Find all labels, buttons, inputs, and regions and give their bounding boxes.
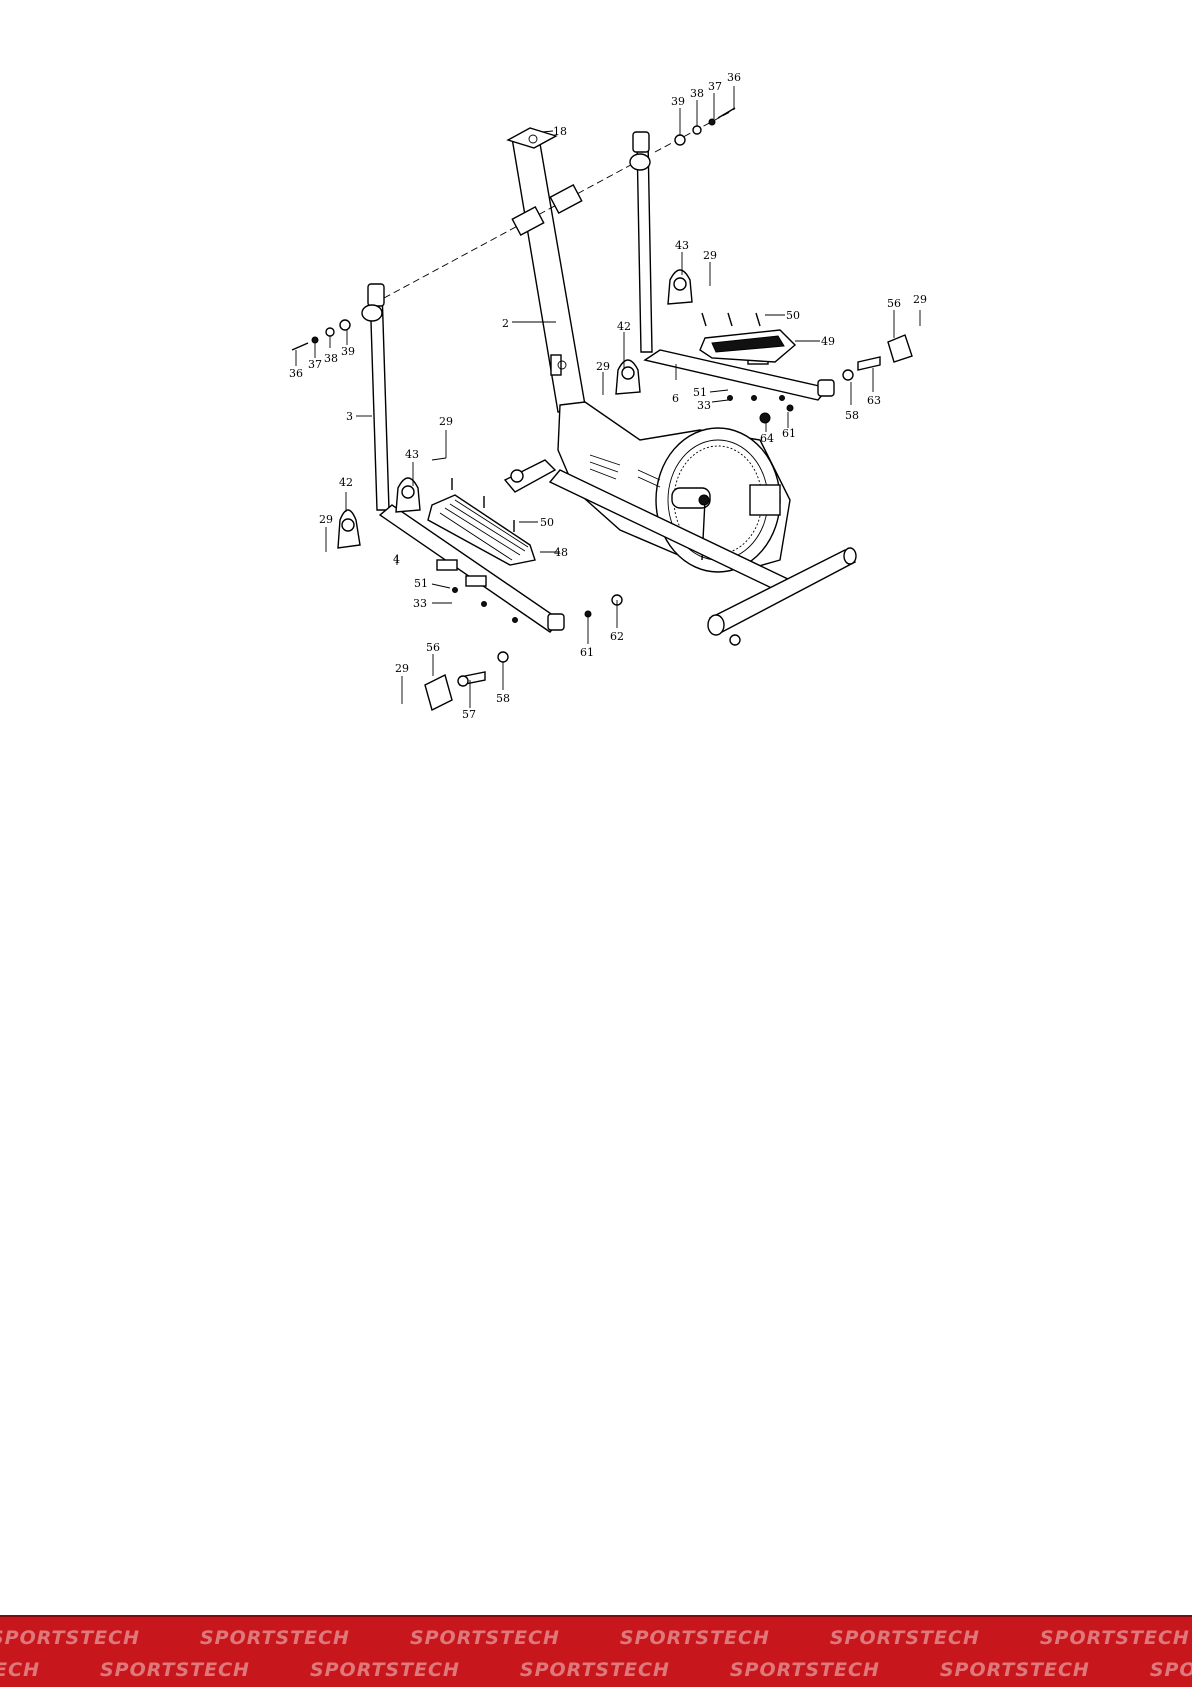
callout-36: 36 (727, 71, 741, 84)
brand-watermark: SPORTSTECH (1040, 1627, 1190, 1649)
callout-58: 58 (496, 692, 510, 705)
callout-37: 37 (708, 80, 722, 93)
callout-29: 29 (395, 662, 409, 675)
callout-42: 42 (339, 476, 353, 489)
callout-62: 62 (610, 630, 624, 643)
callout-50: 50 (786, 309, 800, 322)
brand-watermark: SPORTSTECH (520, 1659, 670, 1681)
callout-36: 36 (289, 367, 303, 380)
callout-6: 6 (672, 392, 679, 405)
callout-3: 3 (346, 410, 353, 423)
callout-63: 63 (867, 394, 881, 407)
callout-33: 33 (697, 399, 711, 412)
callout-61: 61 (580, 646, 594, 659)
callout-57: 57 (462, 708, 476, 721)
callout-42: 42 (617, 320, 631, 333)
callout-48: 48 (554, 546, 568, 559)
brand-watermark: SPORTSTECH (940, 1659, 1090, 1681)
callout-49: 49 (821, 335, 835, 348)
callout-29: 29 (596, 360, 610, 373)
callout-29: 29 (319, 513, 333, 526)
callout-33: 33 (413, 597, 427, 610)
callout-56: 56 (426, 641, 440, 654)
callout-51: 51 (414, 577, 428, 590)
callout-38: 38 (324, 352, 338, 365)
brand-watermark: SPORTSTECH (410, 1627, 560, 1649)
brand-watermark: SPORTSTECH (730, 1659, 880, 1681)
callout-51: 51 (693, 386, 707, 399)
left-handle-arm (362, 284, 389, 510)
right-pedal (700, 330, 795, 362)
brand-row-bottom: SPORTSTECH SPORTSTECH SPORTSTECH SPORTSTECH… (0, 1659, 1192, 1681)
leader-lines (296, 86, 920, 708)
main-column (508, 128, 585, 412)
callout-43: 43 (675, 239, 689, 252)
exploded-assembly-diagram: 18 39 38 37 36 43 29 2 42 50 49 56 29 29… (0, 0, 1192, 760)
brand-watermark: SPORTSTECH (830, 1627, 980, 1649)
callout-29: 29 (703, 249, 717, 262)
brand-footer-band: SPORTSTECH SPORTSTECH SPORTSTECH SPORTSTECH… (0, 1615, 1192, 1687)
brand-watermark: SPORTSTECH (310, 1659, 460, 1681)
brand-watermark: SPORTSTECH (620, 1627, 770, 1649)
callout-2: 2 (502, 317, 509, 330)
brand-watermark: SPORTSTECH (100, 1659, 250, 1681)
brand-watermark: SPORTSTECH (0, 1659, 40, 1681)
callout-38: 38 (690, 87, 704, 100)
callout-58: 58 (845, 409, 859, 422)
right-handle-arm (630, 132, 652, 352)
callout-39: 39 (671, 95, 685, 108)
callout-18: 18 (553, 125, 567, 138)
brand-watermark: SPORTSTECH (0, 1627, 140, 1649)
callout-4: 4 (393, 553, 400, 566)
callout-61: 61 (782, 427, 796, 440)
callout-50: 50 (540, 516, 554, 529)
brand-row-top: SPORTSTECH SPORTSTECH SPORTSTECH SPORTSTECH… (0, 1627, 1192, 1649)
callout-29: 29 (913, 293, 927, 306)
callout-37: 37 (308, 358, 322, 371)
callout-39: 39 (341, 345, 355, 358)
callout-29: 29 (439, 415, 453, 428)
brand-watermark: SPORTSTECH (1150, 1659, 1192, 1681)
brand-watermark: SPORTSTECH (200, 1627, 350, 1649)
callout-43: 43 (405, 448, 419, 461)
callout-64: 64 (760, 432, 774, 445)
callout-56: 56 (887, 297, 901, 310)
